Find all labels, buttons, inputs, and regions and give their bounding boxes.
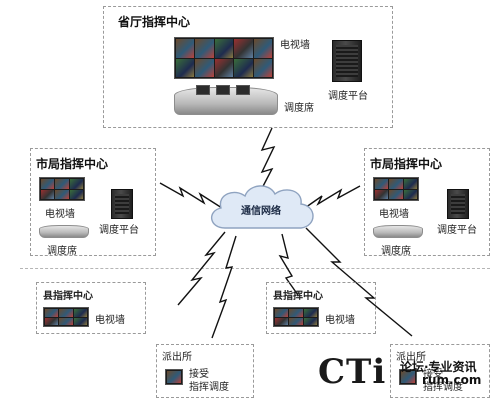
province-desk-monitor-icon [236,85,250,95]
county-left-title: 县指挥中心 [43,291,93,302]
county-left-video-wall-icon [43,307,89,327]
video-wall-tile [275,309,289,317]
city-left-console-label: 调度席 [47,246,77,257]
video-wall-tile [403,189,417,199]
city-right-server-rack-icon [447,189,469,219]
police-left-action-line2: 指挥调度 [189,382,229,393]
city-right-console-desk-icon [373,225,423,238]
video-wall-tile [403,179,417,189]
city-left-command-center: 市局指挥中心 电视墙 调度平台 调度席 [30,148,156,257]
province-video-wall-label: 电视墙 [280,40,310,51]
video-wall-tile [41,179,55,189]
police-right-video-wall-icon [399,369,417,385]
video-wall-tile [275,317,289,325]
video-wall-tile [55,179,69,189]
province-command-center: 省厅指挥中心 电视墙 调度平台 调度席 [103,6,393,128]
watermark-line1: 论坛·专业资讯 [400,360,477,374]
video-wall-tile [73,317,87,325]
video-wall-tile [303,309,317,317]
city-right-video-wall-icon [373,177,419,201]
police-right-action-line1: 接受 [423,369,443,380]
county-left-video-wall-label: 电视墙 [95,315,125,326]
police-right-title: 派出所 [396,352,426,363]
video-wall-tile [375,189,389,199]
video-wall-tile [195,39,214,58]
link-police-left-lightning-icon [211,235,237,339]
video-wall-tile [69,179,83,189]
province-console-label: 调度席 [284,103,314,114]
watermark-logo: CTi [318,352,387,392]
city-right-command-center: 市局指挥中心 电视墙 调度平台 调度席 [364,148,490,257]
video-wall-tile [214,58,234,77]
police-left-video-wall-icon [165,369,183,385]
video-wall-tile [214,39,234,58]
police-station-left: 派出所 接受 指挥调度 [156,344,254,398]
video-wall-tile [55,189,69,199]
city-left-video-wall-label: 电视墙 [45,209,75,220]
video-wall-tile [253,58,272,77]
video-wall-tile [59,309,73,317]
tier-separator [20,268,490,269]
video-wall-tile [289,317,303,325]
video-wall-tile [59,317,73,325]
link-county-left-lightning-icon [177,231,226,306]
video-wall-tile [234,39,253,58]
province-title: 省厅指挥中心 [118,15,191,29]
communication-network-cloud-icon [211,185,314,229]
city-right-title: 市局指挥中心 [370,157,443,171]
video-wall-tile [389,189,403,199]
link-province-lightning-icon [259,127,276,193]
province-video-wall-icon [174,37,274,79]
video-wall-tile [234,58,253,77]
city-right-video-wall-label: 电视墙 [379,209,409,220]
watermark-line2: rum.com [422,373,482,387]
video-wall-tile [73,309,87,317]
city-right-console-label: 调度席 [381,246,411,257]
police-left-action-line1: 接受 [189,369,209,380]
link-county-mid-lightning-icon [278,233,299,296]
county-mid-command-center: 县指挥中心 电视墙 [266,282,376,334]
city-left-console-desk-icon [39,225,89,238]
province-desk-monitor-icon [196,85,210,95]
video-wall-tile [176,58,195,77]
video-wall-tile [375,179,389,189]
county-mid-video-wall-label: 电视墙 [325,315,355,326]
video-wall-tile [176,39,195,58]
video-wall-tile [289,309,303,317]
network-label: 通信网络 [241,206,281,217]
city-left-title: 市局指挥中心 [36,157,109,171]
link-city-right-lightning-icon [301,185,361,211]
province-platform-label: 调度平台 [328,91,368,102]
video-wall-tile [45,309,59,317]
police-station-right: 派出所 接受 指挥调度 [390,344,490,398]
city-left-platform-label: 调度平台 [99,225,139,236]
police-right-action-line2: 指挥调度 [423,382,463,393]
video-wall-tile [45,317,59,325]
city-left-video-wall-icon [39,177,85,201]
video-wall-tile [253,39,272,58]
city-right-platform-label: 调度平台 [437,225,477,236]
county-mid-title: 县指挥中心 [273,291,323,302]
province-server-rack-icon [332,40,362,82]
link-police-right-lightning-icon [305,227,413,337]
city-left-server-rack-icon [111,189,133,219]
video-wall-tile [195,58,214,77]
link-city-left-lightning-icon [159,182,223,209]
county-left-command-center: 县指挥中心 电视墙 [36,282,146,334]
police-left-title: 派出所 [162,352,192,363]
county-mid-video-wall-icon [273,307,319,327]
video-wall-tile [69,189,83,199]
province-desk-monitor-icon [216,85,230,95]
video-wall-tile [389,179,403,189]
video-wall-tile [41,189,55,199]
video-wall-tile [303,317,317,325]
